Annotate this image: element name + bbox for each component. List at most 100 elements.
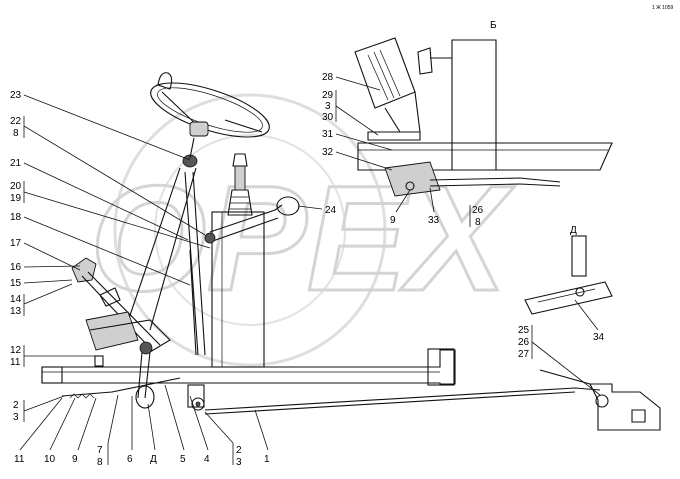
callout-17: 17 bbox=[10, 238, 22, 249]
callout-24: 24 bbox=[325, 205, 337, 216]
pedal-lever-upper bbox=[99, 287, 121, 307]
callout-12: 12 bbox=[10, 345, 22, 356]
leader-28 bbox=[335, 76, 381, 91]
leader-22 bbox=[23, 125, 206, 236]
callout-16: 16 bbox=[10, 262, 22, 273]
leader-31 bbox=[335, 133, 393, 151]
pedal-pivot bbox=[139, 341, 153, 355]
leader-33 bbox=[429, 187, 435, 213]
bottom-leaders bbox=[19, 384, 269, 451]
callout-33: 33 bbox=[428, 215, 440, 226]
bottom-labels: 11 10 9 7 8 6 Д 5 4 2 3 1 bbox=[14, 445, 270, 468]
frame-right-end bbox=[427, 348, 455, 386]
linkage-rod-1b bbox=[204, 391, 576, 415]
linkage-eye-pin bbox=[195, 401, 201, 407]
frame-beam bbox=[41, 349, 456, 385]
pedal-housing-top bbox=[89, 319, 171, 353]
mechanism-rod-b bbox=[429, 183, 561, 187]
callout-30: 30 bbox=[322, 112, 334, 123]
callout-3b: 3 bbox=[325, 101, 331, 112]
long-linkage bbox=[187, 369, 661, 431]
corner-code: 1 Ж 1059 bbox=[652, 5, 674, 11]
tower-box bbox=[211, 211, 265, 368]
leader-34 bbox=[574, 299, 599, 331]
watermark-gear bbox=[113, 93, 387, 367]
frame-left-end bbox=[41, 366, 63, 384]
bleader-1 bbox=[254, 409, 269, 451]
callout-18: 18 bbox=[10, 212, 22, 223]
pedal-arm bbox=[81, 271, 161, 349]
leader-2 bbox=[23, 395, 65, 412]
callout-labels: 23 22 8 21 20 19 18 17 16 15 14 13 12 11… bbox=[10, 20, 605, 423]
steering-joint bbox=[182, 154, 198, 168]
bottom-1: 1 bbox=[264, 454, 270, 465]
callout-9a: 9 bbox=[390, 215, 396, 226]
right-bracket bbox=[589, 383, 661, 431]
main-frame bbox=[41, 348, 456, 386]
lever-stalk bbox=[384, 91, 421, 133]
callout-15: 15 bbox=[10, 278, 22, 289]
callout-14: 14 bbox=[10, 294, 22, 305]
steering-shaft bbox=[189, 137, 195, 159]
lower-mechanism bbox=[384, 161, 441, 197]
panel-base-30 bbox=[367, 131, 421, 141]
pedal-group bbox=[61, 257, 181, 409]
bleader-d bbox=[147, 403, 156, 451]
view-label-d: Д bbox=[570, 225, 577, 236]
callout-20: 20 bbox=[10, 181, 22, 192]
bottom-2: 2 bbox=[236, 445, 242, 456]
leader-29 bbox=[335, 105, 379, 136]
callout-11a: 11 bbox=[10, 357, 21, 368]
leader-15 bbox=[23, 279, 73, 284]
link-rod-18 bbox=[189, 249, 197, 356]
brake-rod bbox=[61, 377, 181, 397]
lower-arm bbox=[137, 351, 151, 399]
mechanism-rod bbox=[429, 177, 561, 183]
bottom-7: 7 bbox=[97, 445, 103, 456]
right-bracket-slot bbox=[631, 409, 646, 423]
hand-lever bbox=[209, 204, 283, 243]
brake-spring bbox=[69, 393, 95, 399]
cab-floor bbox=[357, 142, 613, 171]
steering-knob bbox=[157, 72, 173, 90]
clamp-11 bbox=[94, 355, 104, 367]
watermark: OPEX bbox=[89, 93, 516, 367]
bottom-11: 11 bbox=[14, 454, 25, 465]
callout-27: 27 bbox=[518, 349, 530, 360]
callout-32: 32 bbox=[322, 147, 334, 158]
detail-slot bbox=[537, 288, 596, 303]
tower-lever bbox=[234, 165, 246, 191]
callout-brackets bbox=[23, 90, 533, 465]
leader-24 bbox=[297, 205, 323, 210]
view-d-detail bbox=[524, 235, 613, 315]
pedal-bracket-16 bbox=[71, 257, 97, 283]
steering-wheel bbox=[150, 82, 270, 138]
bleader-2 bbox=[204, 411, 234, 444]
panel-28-ribs bbox=[367, 49, 401, 101]
bottom-6: 6 bbox=[127, 454, 133, 465]
callout-28: 28 bbox=[322, 72, 334, 83]
detail-post bbox=[571, 235, 587, 277]
detail-hole bbox=[575, 287, 585, 297]
cab-section bbox=[354, 37, 613, 197]
bleader-9 bbox=[77, 397, 97, 451]
bleader-4 bbox=[189, 395, 209, 451]
steering-column-tube bbox=[124, 167, 197, 331]
callout-8b: 8 bbox=[475, 217, 481, 228]
bottom-9: 9 bbox=[72, 454, 78, 465]
leader-16 bbox=[23, 265, 81, 268]
panel-28 bbox=[354, 37, 416, 109]
leader-17 bbox=[23, 242, 81, 271]
detail-bar bbox=[524, 281, 613, 315]
leader-23 bbox=[23, 94, 191, 161]
leader-20 bbox=[23, 191, 211, 249]
lever-pivot bbox=[204, 232, 216, 244]
callout-34: 34 bbox=[593, 332, 605, 343]
pedal-housing bbox=[85, 311, 139, 351]
callout-8a: 8 bbox=[13, 128, 19, 139]
leader-14 bbox=[23, 283, 73, 305]
top-clamp bbox=[417, 47, 433, 75]
callout-13: 13 bbox=[10, 306, 22, 317]
view-label-b: Б bbox=[490, 20, 497, 31]
